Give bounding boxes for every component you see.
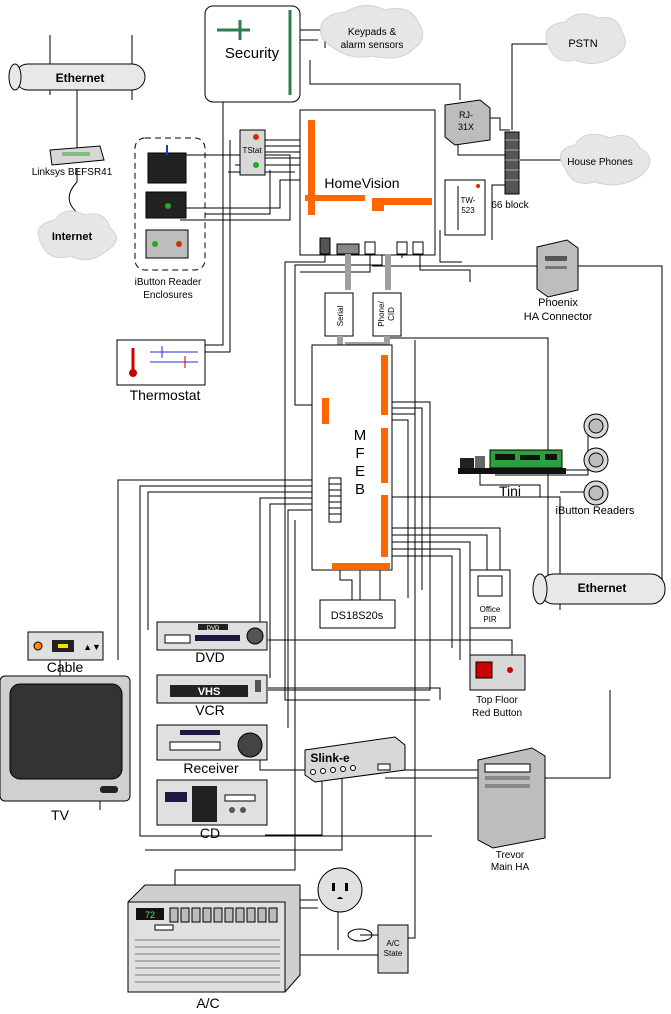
phone-cid-module: Phone/ CID xyxy=(372,292,402,337)
ibutton-enclosures-label-1: iButton Reader xyxy=(135,277,202,288)
tini-label: Tini xyxy=(499,483,521,499)
rj31x-label-1: RJ- xyxy=(459,110,473,120)
slinke-label: Slink-e xyxy=(310,751,350,765)
homevision-board: HomeVision xyxy=(299,109,436,256)
ds18s20s-label: DS18S20s xyxy=(331,610,384,622)
tstat-module: TStat xyxy=(239,129,266,176)
vhs-panel-label: VHS xyxy=(198,686,221,698)
thermostat-label: Thermostat xyxy=(130,387,201,403)
mfeb-letter-m: M xyxy=(354,427,367,444)
phone-cable-low xyxy=(345,336,390,348)
office-pir: Office PIR xyxy=(469,569,511,629)
internet-cloud: Internet xyxy=(37,210,117,261)
66-block: 66 block xyxy=(491,131,530,211)
top-floor-red-button: Top Floor Red Button xyxy=(469,654,526,719)
cable-arrows: ▲▼ xyxy=(83,642,101,652)
ac-state-label-1: A/C xyxy=(386,939,400,948)
phoenix-label-1: Phoenix xyxy=(538,297,578,309)
ac-unit: 72 A/C xyxy=(127,884,301,1011)
rj31x-jack: RJ- 31X xyxy=(444,99,491,146)
security-panel: Security xyxy=(204,5,301,103)
office-pir-label-1: Office xyxy=(480,605,501,614)
slink-e: Slink-e xyxy=(304,736,406,783)
trevor-server: Trevor Main HA xyxy=(477,747,546,873)
tw523-module: TW- 523 xyxy=(444,179,486,236)
66-block-label: 66 block xyxy=(491,200,529,211)
house-phones-cloud: House Phones xyxy=(559,133,651,186)
keypads-label: Keypads & xyxy=(348,27,397,38)
ibutton-enclosures-label-2: Enclosures xyxy=(143,290,192,301)
cd-label: CD xyxy=(200,825,220,841)
ibutton-readers: iButton Readers xyxy=(556,413,635,517)
phoenix-label-2: HA Connector xyxy=(524,311,593,323)
ibutton-readers-label: iButton Readers xyxy=(556,505,635,517)
homevision-label: HomeVision xyxy=(324,175,399,191)
dvd-panel-label: DVD xyxy=(207,626,220,632)
dvd-player: DVD DVD xyxy=(156,621,268,665)
mfeb-board: M F E B xyxy=(311,344,393,571)
serial-module: Serial xyxy=(324,292,354,337)
cable-label: Cable xyxy=(47,659,84,675)
linksys-label: Linksys BEFSR41 xyxy=(32,167,113,178)
tstat-label: TStat xyxy=(242,146,262,155)
top-floor-label-2: Red Button xyxy=(472,708,522,719)
phoenix-server: Phoenix HA Connector xyxy=(524,239,593,323)
internet-label: Internet xyxy=(52,231,93,243)
ethernet-right-label: Ethernet xyxy=(578,581,627,595)
house-phones-label: House Phones xyxy=(567,157,633,168)
ac-state-sensor: A/C State xyxy=(377,924,409,974)
phone-cid-label-2: CID xyxy=(387,307,396,321)
wiring xyxy=(59,29,663,956)
ac-state-label-2: State xyxy=(384,949,403,958)
receiver: Receiver xyxy=(156,724,268,776)
linksys-router: Linksys BEFSR41 xyxy=(32,145,113,178)
ds18s20s: DS18S20s xyxy=(319,599,396,629)
ethernet-top: Ethernet xyxy=(8,35,146,100)
pstn-label: PSTN xyxy=(568,38,597,50)
receiver-label: Receiver xyxy=(183,760,239,776)
office-pir-label-2: PIR xyxy=(483,615,497,624)
ac-display: 72 xyxy=(145,910,155,920)
tv: TV xyxy=(0,675,131,823)
power-outlet xyxy=(317,867,363,913)
tini-board: Tini xyxy=(458,449,566,499)
phone-cid-label-1: Phone/ xyxy=(377,301,386,327)
vcr-label: VCR xyxy=(195,702,225,718)
ethernet-top-label: Ethernet xyxy=(56,71,105,85)
keypads-cloud: Keypads & alarm sensors xyxy=(320,5,424,59)
dvd-label: DVD xyxy=(195,649,225,665)
tw523-label-1: TW- xyxy=(461,196,476,205)
trevor-label-2: Main HA xyxy=(491,862,530,873)
tv-label: TV xyxy=(51,807,70,823)
rj31x-label-2: 31X xyxy=(458,122,474,132)
trevor-label-1: Trevor xyxy=(496,850,525,861)
mfeb-letter-b: B xyxy=(355,481,365,498)
ethernet-right: Ethernet xyxy=(532,573,666,605)
vcr: VHS VCR xyxy=(156,674,268,718)
mfeb-letter-e: E xyxy=(355,463,365,480)
mfeb-letter-f: F xyxy=(355,445,364,462)
pstn-cloud: PSTN xyxy=(545,13,626,64)
alarm-sensors-label: alarm sensors xyxy=(341,40,404,51)
top-floor-label-1: Top Floor xyxy=(476,695,518,706)
security-label: Security xyxy=(225,45,280,62)
ac-label: A/C xyxy=(196,995,219,1011)
tw523-label-2: 523 xyxy=(461,206,475,215)
serial-label: Serial xyxy=(336,306,345,327)
cd-player: CD xyxy=(156,779,268,841)
ibutton-enclosures: iButton Reader Enclosures xyxy=(134,137,206,301)
cable-box: ▲▼ Cable xyxy=(27,631,104,675)
thermostat: Thermostat xyxy=(116,339,206,403)
